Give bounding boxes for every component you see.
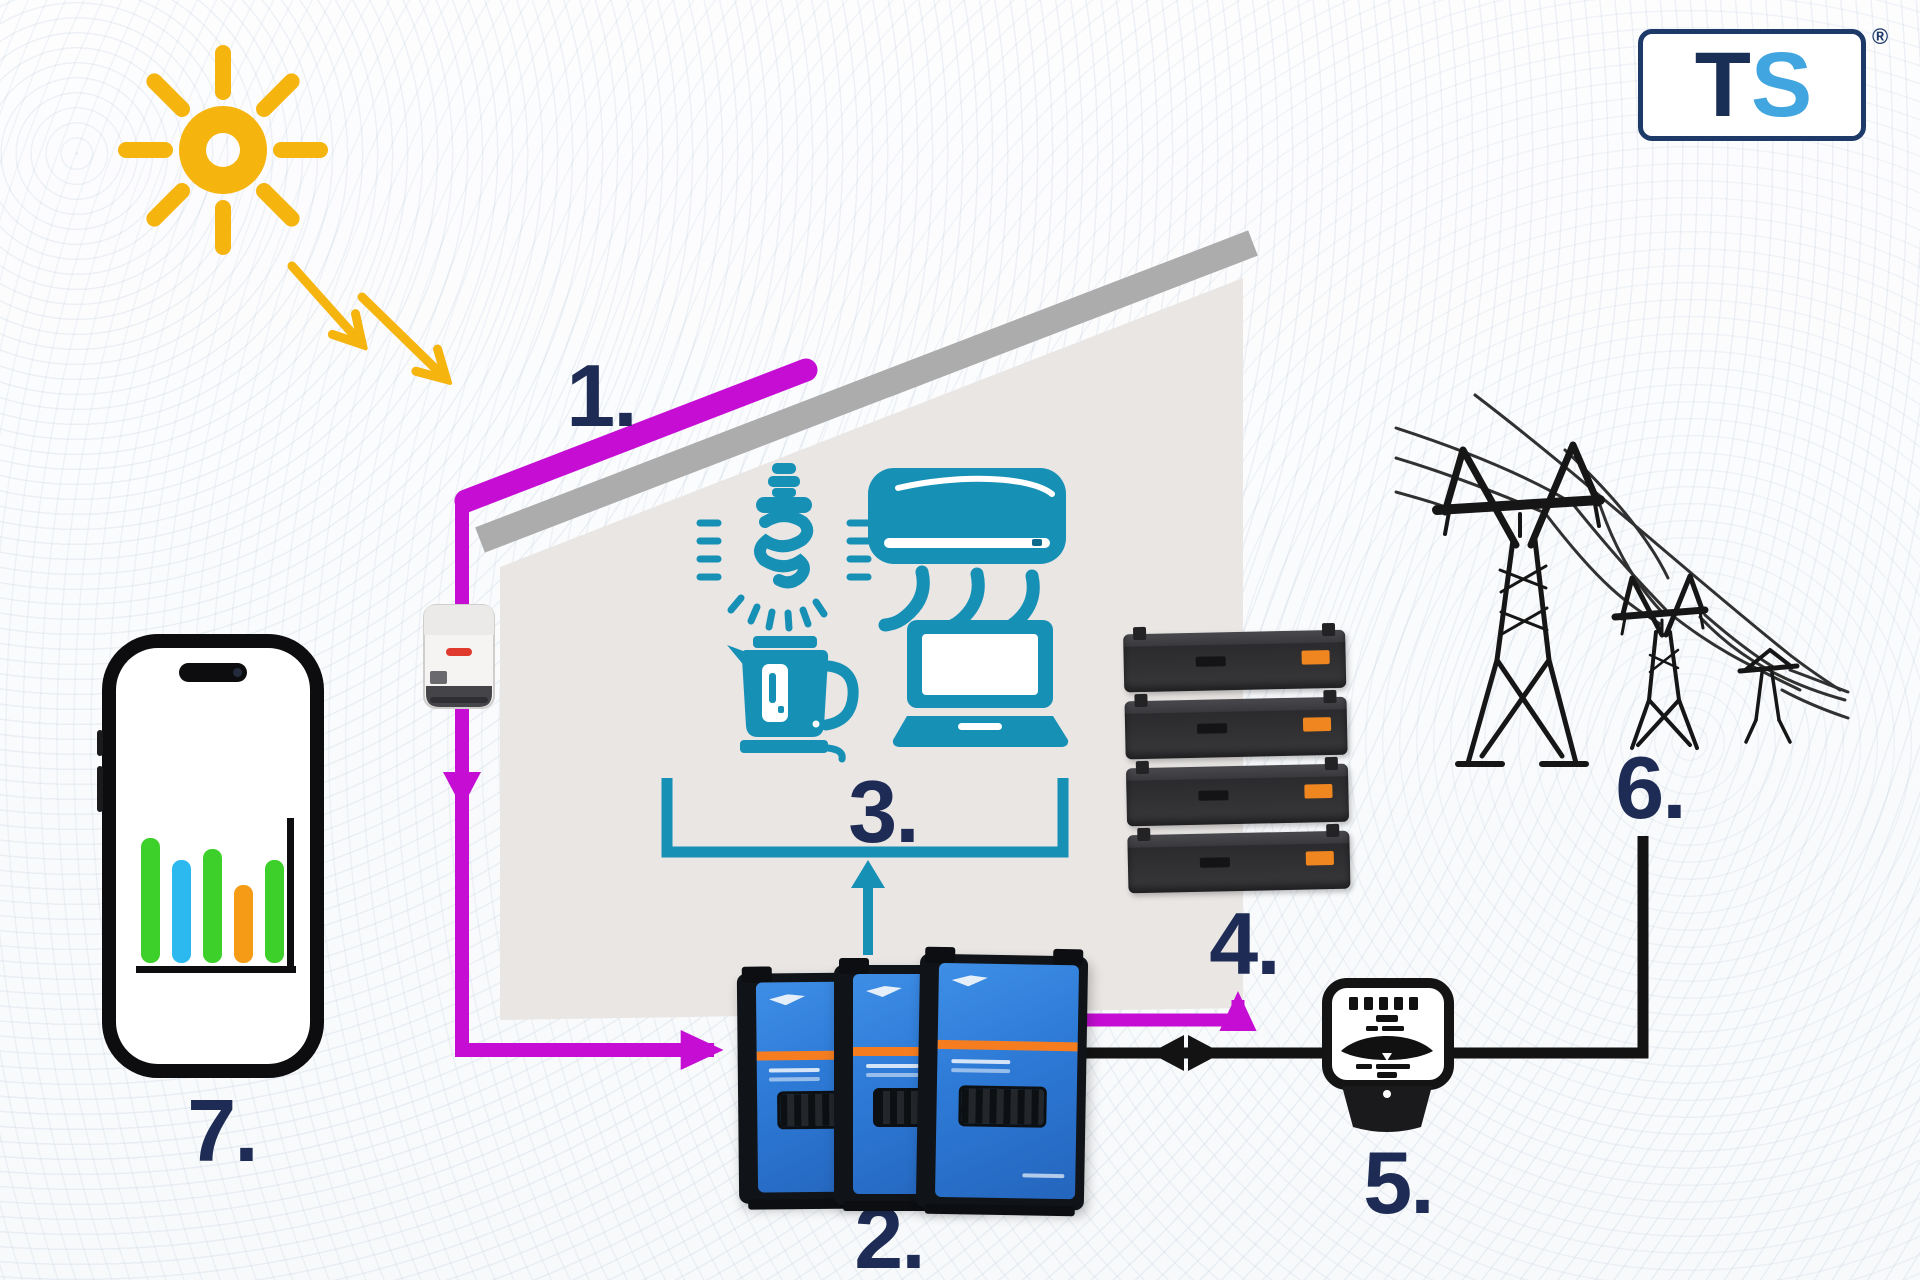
bar-chart-x-axis: [136, 966, 296, 973]
mount-bracket: [839, 958, 869, 974]
vent-grille: [958, 1084, 1047, 1128]
battery-connector: [1305, 850, 1334, 866]
battery-post: [1321, 622, 1336, 637]
battery-vent: [1198, 790, 1229, 801]
mount-bracket: [925, 946, 956, 964]
model-text: [865, 1064, 919, 1069]
bar-chart-icon: [141, 836, 284, 963]
orange-stripe: [853, 1046, 979, 1056]
model-text: [951, 1059, 1011, 1065]
bar-chart-y-axis: [287, 818, 294, 973]
house-shape: [475, 230, 1258, 1020]
battery-post: [1132, 626, 1147, 641]
victron-logo-icon: [769, 994, 805, 1005]
appliances-bracket: [661, 778, 1069, 955]
phone-notch: [179, 663, 247, 682]
logo-letter-t: T: [1694, 33, 1751, 136]
battery-post: [1134, 693, 1148, 708]
battery-post: [1323, 689, 1337, 704]
solar-panel-icon: [454, 358, 818, 513]
power-grid-towers-icon: [1394, 393, 1850, 767]
phone-chart-bar: [203, 849, 222, 963]
grid-arrow-left: [1150, 1035, 1184, 1071]
battery-post: [1324, 756, 1338, 771]
mount-bracket: [741, 966, 772, 983]
grid-line: [1040, 836, 1649, 1059]
grid-arrow-right: [1188, 1035, 1222, 1071]
kettle-icon: [727, 636, 859, 763]
victron-logo-icon: [952, 975, 988, 987]
phone-chart-bar: [265, 860, 284, 963]
orange-stripe: [937, 1040, 1078, 1052]
ts-logo: T S: [1638, 29, 1866, 141]
victron-logo-icon: [866, 986, 902, 997]
inverter-foot: [924, 1203, 1075, 1217]
battery-module: [1123, 622, 1347, 693]
phone-chart-bar: [141, 838, 160, 963]
label-grid: 6.: [1615, 738, 1686, 837]
phone-chart-bar: [172, 860, 191, 963]
label-solar-panel: 1.: [566, 346, 637, 445]
smartphone-icon: [97, 634, 324, 1078]
label-appliances: 3.: [848, 762, 919, 861]
inverter-unit: [915, 946, 1089, 1217]
battery-connector: [1302, 717, 1332, 732]
roof-line: [475, 230, 1258, 553]
sunray-arrow-icon: [287, 261, 444, 377]
logo-letter-s: S: [1750, 33, 1812, 136]
inverter-foot: [843, 1201, 979, 1211]
label-battery: 4.: [1209, 894, 1280, 993]
mount-bracket: [1053, 948, 1084, 966]
battery-vent: [1199, 857, 1231, 868]
battery-charge-line: [1040, 991, 1257, 1031]
battery-connector: [1301, 650, 1330, 665]
battery-module: [1127, 823, 1351, 894]
model-text: [768, 1068, 821, 1073]
cfl-bulb-icon: [696, 463, 872, 632]
battery-post: [1326, 823, 1340, 838]
string-inverter-icon: [423, 604, 495, 709]
brand-text: [1022, 1173, 1065, 1179]
battery-module: [1124, 689, 1348, 760]
sun-icon: [118, 45, 328, 255]
battery-module: [1125, 756, 1350, 827]
battery-post: [1137, 827, 1151, 842]
registered-trademark: ®: [1872, 24, 1889, 49]
phone-volume-button: [97, 766, 103, 812]
battery-post: [1135, 760, 1150, 775]
phone-volume-button: [97, 730, 103, 756]
battery-connector: [1304, 784, 1333, 799]
phone-chart-bar: [234, 885, 253, 963]
laptop-icon: [892, 620, 1069, 747]
label-meter: 5.: [1363, 1133, 1434, 1232]
energy-meter-icon: [1322, 978, 1454, 1132]
battery-vent: [1197, 723, 1228, 734]
battery-inverter-icon: [736, 946, 1090, 1217]
pv-line-mid-arrow: [443, 772, 481, 808]
inverter-face: [934, 962, 1080, 1200]
label-app: 7.: [187, 1081, 258, 1180]
battery-vent: [1195, 656, 1226, 667]
battery-stack-icon: [1123, 622, 1351, 913]
appliances-arrowhead: [851, 860, 885, 888]
